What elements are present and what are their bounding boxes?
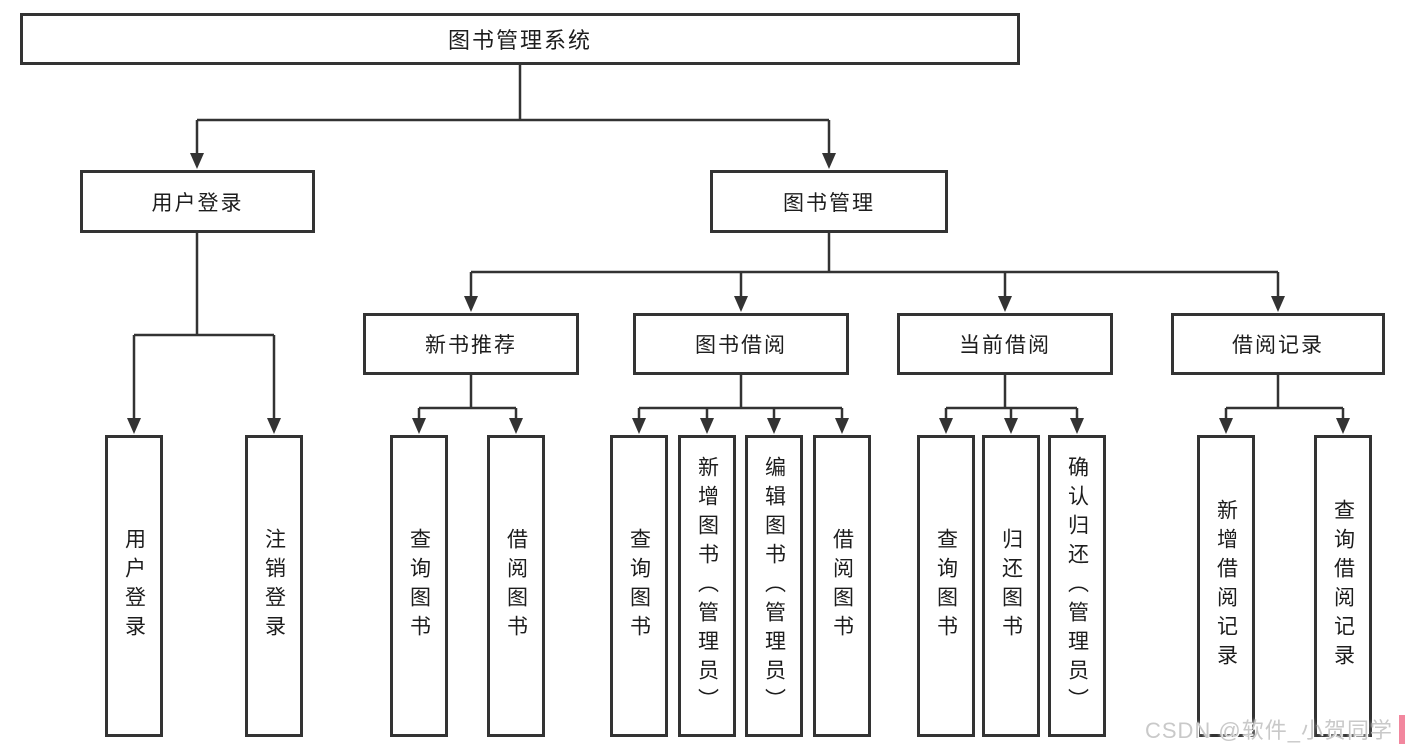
leaf-confirm-return-admin: 确认归还（管理员） [1048, 435, 1106, 737]
leaf-label: 确认归还（管理员） [1065, 455, 1089, 717]
leaf-add-borrow-record: 新增借阅记录 [1197, 435, 1255, 737]
node-root-system: 图书管理系统 [20, 13, 1020, 65]
node-current-borrow: 当前借阅 [897, 313, 1113, 375]
leaf-borrow-books-recommend: 借阅图书 [487, 435, 545, 737]
node-book-borrow: 图书借阅 [633, 313, 849, 375]
leaf-add-books-admin: 新增图书（管理员） [678, 435, 736, 737]
node-book-management: 图书管理 [710, 170, 948, 233]
leaf-return-books: 归还图书 [982, 435, 1040, 737]
leaf-label: 编辑图书（管理员） [762, 455, 786, 717]
node-new-book-recommend: 新书推荐 [363, 313, 579, 375]
leaf-label: 归还图书 [999, 528, 1023, 644]
leaf-label: 查询图书 [934, 528, 958, 644]
node-user-login: 用户登录 [80, 170, 315, 233]
node-borrow-records: 借阅记录 [1171, 313, 1385, 375]
leaf-label: 新增借阅记录 [1214, 499, 1238, 673]
leaf-query-borrow-record: 查询借阅记录 [1314, 435, 1372, 737]
leaf-query-books-borrow: 查询图书 [610, 435, 668, 737]
leaf-edit-books-admin: 编辑图书（管理员） [745, 435, 803, 737]
leaf-borrow-books: 借阅图书 [813, 435, 871, 737]
leaf-label: 用户登录 [122, 528, 146, 644]
leaf-query-books-current: 查询图书 [917, 435, 975, 737]
leaf-label: 借阅图书 [830, 528, 854, 644]
leaf-query-books-recommend: 查询图书 [390, 435, 448, 737]
csdn-watermark: CSDN @软件_小贺同学 [1144, 718, 1393, 743]
leaf-logout: 注销登录 [245, 435, 303, 737]
watermark-pink-accent [1399, 715, 1405, 744]
arrowhead-icons [127, 153, 1350, 434]
leaf-label: 新增图书（管理员） [695, 455, 719, 717]
leaf-label: 注销登录 [262, 528, 286, 644]
leaf-label: 查询图书 [407, 528, 431, 644]
leaf-label: 借阅图书 [504, 528, 528, 644]
leaf-user-login: 用户登录 [105, 435, 163, 737]
leaf-label: 查询借阅记录 [1331, 499, 1355, 673]
leaf-label: 查询图书 [627, 528, 651, 644]
